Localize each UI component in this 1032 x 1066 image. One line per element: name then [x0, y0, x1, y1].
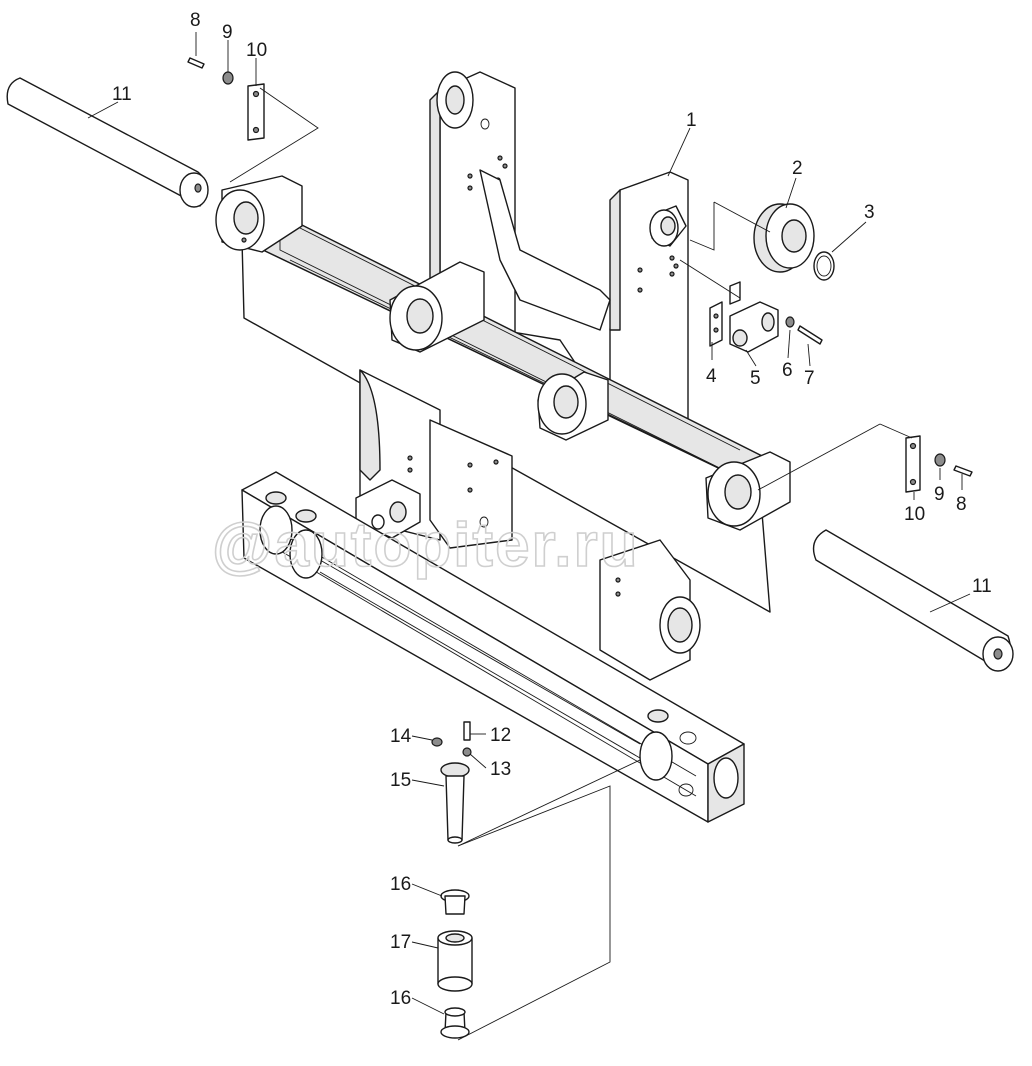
right-shaft	[812, 529, 1014, 672]
callout-4: 4	[706, 366, 717, 387]
pin-nut	[431, 737, 443, 747]
boss-right	[705, 451, 791, 531]
roller	[437, 930, 473, 992]
callout-5: 5	[750, 368, 761, 389]
lower-carriage	[241, 471, 745, 823]
callout-10-right: 10	[904, 504, 925, 525]
clamp-washer-left	[222, 71, 234, 85]
callout-9-right: 9	[934, 484, 945, 505]
callout-10-left: 10	[246, 40, 267, 61]
callout-8-right: 8	[956, 494, 967, 515]
boss-center-right	[537, 371, 609, 441]
callout-14: 14	[390, 726, 412, 747]
callout-16-bottom: 16	[390, 988, 411, 1009]
snap-ring	[813, 251, 835, 281]
left-shaft	[6, 77, 209, 208]
clamp-plate-right	[905, 435, 921, 493]
boss-center-left	[389, 261, 485, 353]
bearing-wheel	[753, 203, 815, 273]
clamp-washer-right	[934, 453, 946, 467]
clamp-plate-left	[247, 83, 265, 141]
callout-16-top: 16	[390, 874, 411, 895]
clamp-bolt-right	[953, 465, 973, 477]
callout-1: 1	[686, 110, 697, 131]
callout-17: 17	[390, 932, 411, 953]
pin-washer	[462, 747, 472, 757]
sensor-block	[729, 301, 779, 353]
small-bracket-top	[729, 281, 741, 305]
callout-6: 6	[782, 360, 793, 381]
watermark-text: @autopiter.ru	[212, 511, 640, 580]
boss-left	[215, 175, 303, 253]
callout-labels: 8 9 10 11 1 2 3 4 5 6 7 10 9 8 11 12 13 …	[112, 10, 992, 1009]
pin-screw	[463, 721, 471, 741]
callout-9-left: 9	[222, 22, 233, 43]
callout-7: 7	[804, 368, 815, 389]
callout-2: 2	[792, 158, 803, 179]
callout-11-left: 11	[112, 84, 132, 105]
callout-15: 15	[390, 770, 411, 791]
axle-stub	[649, 205, 687, 247]
callout-leaders	[87, 32, 971, 1015]
assembly-lines	[229, 87, 913, 1041]
callout-12: 12	[490, 725, 511, 746]
sensor-bolt	[797, 325, 823, 345]
clamp-bolt-left	[187, 57, 205, 69]
sensor-bracket	[709, 301, 723, 347]
callout-11-right: 11	[972, 576, 992, 597]
bushing-bottom	[440, 1007, 470, 1039]
sensor-washer	[785, 316, 795, 328]
bushing-top	[440, 889, 470, 915]
callout-8-left: 8	[190, 10, 201, 31]
callout-13: 13	[490, 759, 511, 780]
pin	[440, 762, 470, 844]
callout-3: 3	[864, 202, 875, 223]
lower-right-mast	[599, 539, 701, 681]
